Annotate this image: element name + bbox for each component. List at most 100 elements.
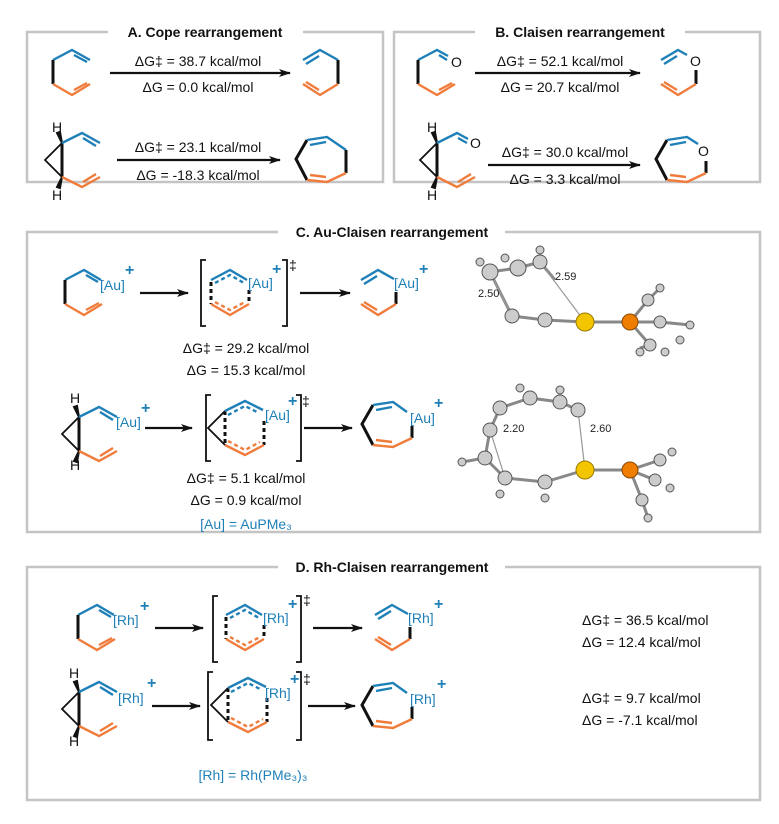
rh-label: [Rh] — [265, 685, 291, 701]
distance-label: 2.59 — [555, 271, 576, 283]
h-label: H — [427, 119, 437, 135]
reaction-energy: ΔG = 12.4 kcal/mol — [582, 634, 701, 650]
ts-brackets — [207, 671, 302, 741]
oxygen-atom: O — [451, 54, 462, 70]
rh-definition: [Rh] = Rh(PMe₃)₃ — [198, 767, 307, 783]
activation-energy: ΔG‡ = 5.1 kcal/mol — [187, 470, 306, 486]
h-label: H — [70, 457, 80, 473]
phosphorus-atom — [621, 461, 639, 479]
panel-a-cope: A. Cope rearrangement ΔG‡ = 38.7 kcal/mo… — [25, 24, 385, 203]
cation-charge: + — [272, 261, 281, 278]
cation-charge: + — [125, 262, 134, 279]
oxygen-atom: O — [698, 143, 709, 159]
hexadiene-product — [301, 48, 340, 97]
cycloheptadiene-product — [294, 135, 348, 184]
h-label: H — [70, 390, 80, 406]
divinylcyclopropane-reactant — [43, 130, 102, 190]
activation-energy: ΔG‡ = 29.2 kcal/mol — [183, 340, 309, 356]
distance-label: 2.50 — [478, 288, 499, 300]
cation-charge: + — [288, 596, 297, 613]
au-product — [359, 268, 398, 317]
rh-transition-state — [224, 603, 266, 652]
h-label: H — [52, 119, 62, 135]
cation-charge: + — [147, 675, 156, 692]
rh-label: [Rh] — [113, 612, 139, 628]
ts-double-dagger: ‡ — [289, 257, 297, 273]
cation-charge: + — [290, 671, 299, 688]
ts-double-dagger: ‡ — [303, 592, 311, 608]
au-label: [Au] — [394, 275, 419, 291]
activation-energy: ΔG‡ = 36.5 kcal/mol — [582, 612, 708, 628]
rh-cyclopropane-transition-state — [209, 676, 269, 734]
rh-cyclopropane-reactant — [60, 679, 119, 739]
reaction-energy: ΔG = 15.3 kcal/mol — [187, 362, 306, 378]
au-label: [Au] — [248, 275, 273, 291]
h-label: H — [52, 187, 62, 203]
au-label: [Au] — [265, 407, 290, 423]
reaction-energy: ΔG = 0.0 kcal/mol — [143, 79, 254, 95]
hexadiene-reactant — [51, 48, 92, 97]
panel-a-title: A. Cope rearrangement — [128, 24, 283, 40]
reaction-energy: ΔG = 3.3 kcal/mol — [510, 171, 621, 187]
reaction-energy: ΔG = -7.1 kcal/mol — [582, 712, 698, 728]
au-cycloheptadiene-product — [360, 400, 414, 449]
panel-d-title: D. Rh-Claisen rearrangement — [296, 559, 489, 575]
rh-cycloheptadiene-product — [360, 681, 414, 730]
au-reactant — [63, 268, 104, 317]
au-label: [Au] — [100, 277, 125, 293]
panel-d-rh-claisen: D. Rh-Claisen rearrangement [Rh] + ‡ [Rh… — [25, 559, 762, 802]
h-label: H — [69, 665, 79, 681]
rh-label: [Rh] — [263, 610, 289, 626]
ts-brackets — [200, 259, 288, 327]
panel-c-au-claisen: C. Au-Claisen rearrangement [Au] + ‡ [Au… — [25, 224, 762, 534]
h-label: H — [427, 187, 437, 203]
ts-brackets — [205, 394, 302, 462]
rh-label: [Rh] — [408, 610, 434, 626]
gold-atom — [575, 460, 595, 480]
ts-3d-structure-1: 2.50 2.59 — [475, 245, 695, 357]
activation-energy: ΔG‡ = 52.1 kcal/mol — [497, 53, 623, 69]
cation-charge: + — [434, 395, 443, 412]
rh-product — [373, 603, 412, 652]
activation-energy: ΔG‡ = 9.7 kcal/mol — [582, 690, 701, 706]
au-transition-state — [209, 268, 251, 317]
au-definition: [Au] = AuPMe₃ — [200, 516, 292, 532]
ts-3d-structure-2: 2.20 2.60 — [457, 383, 677, 523]
panel-b-claisen: B. Claisen rearrangement O ΔG‡ = 52.1 kc… — [392, 24, 762, 203]
ts-double-dagger: ‡ — [302, 393, 310, 409]
panel-b-frame — [392, 30, 762, 184]
reaction-energy: ΔG = 20.7 kcal/mol — [501, 79, 620, 95]
distance-label: 2.60 — [590, 423, 611, 435]
reaction-energy: ΔG = -18.3 kcal/mol — [136, 167, 259, 183]
panel-b-title: B. Claisen rearrangement — [495, 24, 665, 40]
au-label: [Au] — [410, 410, 435, 426]
au-cyclopropane-transition-state — [206, 399, 266, 457]
activation-energy: ΔG‡ = 38.7 kcal/mol — [135, 53, 261, 69]
panel-c-title: C. Au-Claisen rearrangement — [296, 224, 489, 240]
allyl-vinyl-ether-reactant: O — [416, 48, 462, 97]
panel-c-frame — [25, 230, 762, 534]
oxepine-product: O — [654, 135, 709, 184]
oxygen-atom: O — [470, 135, 481, 151]
h-label: H — [69, 733, 79, 749]
au-label: [Au] — [116, 414, 141, 430]
phosphorus-atom — [621, 313, 639, 331]
distance-label: 2.20 — [503, 423, 524, 435]
rh-label: [Rh] — [118, 690, 144, 706]
cation-charge: + — [434, 596, 443, 613]
ts-brackets — [212, 595, 302, 663]
cation-charge: + — [437, 676, 446, 693]
cation-charge: + — [140, 598, 149, 615]
activation-energy: ΔG‡ = 23.1 kcal/mol — [135, 139, 261, 155]
oxygen-atom: O — [690, 53, 701, 69]
panel-a-frame — [25, 30, 385, 184]
rh-label: [Rh] — [410, 691, 436, 707]
cyclopropyl-ether-reactant: O — [418, 130, 481, 190]
gold-atom — [575, 312, 595, 332]
reaction-energy: ΔG = 0.9 kcal/mol — [191, 492, 302, 508]
cation-charge: + — [288, 393, 297, 410]
ts-double-dagger: ‡ — [303, 671, 311, 687]
cation-charge: + — [141, 400, 150, 417]
cation-charge: + — [419, 261, 428, 278]
